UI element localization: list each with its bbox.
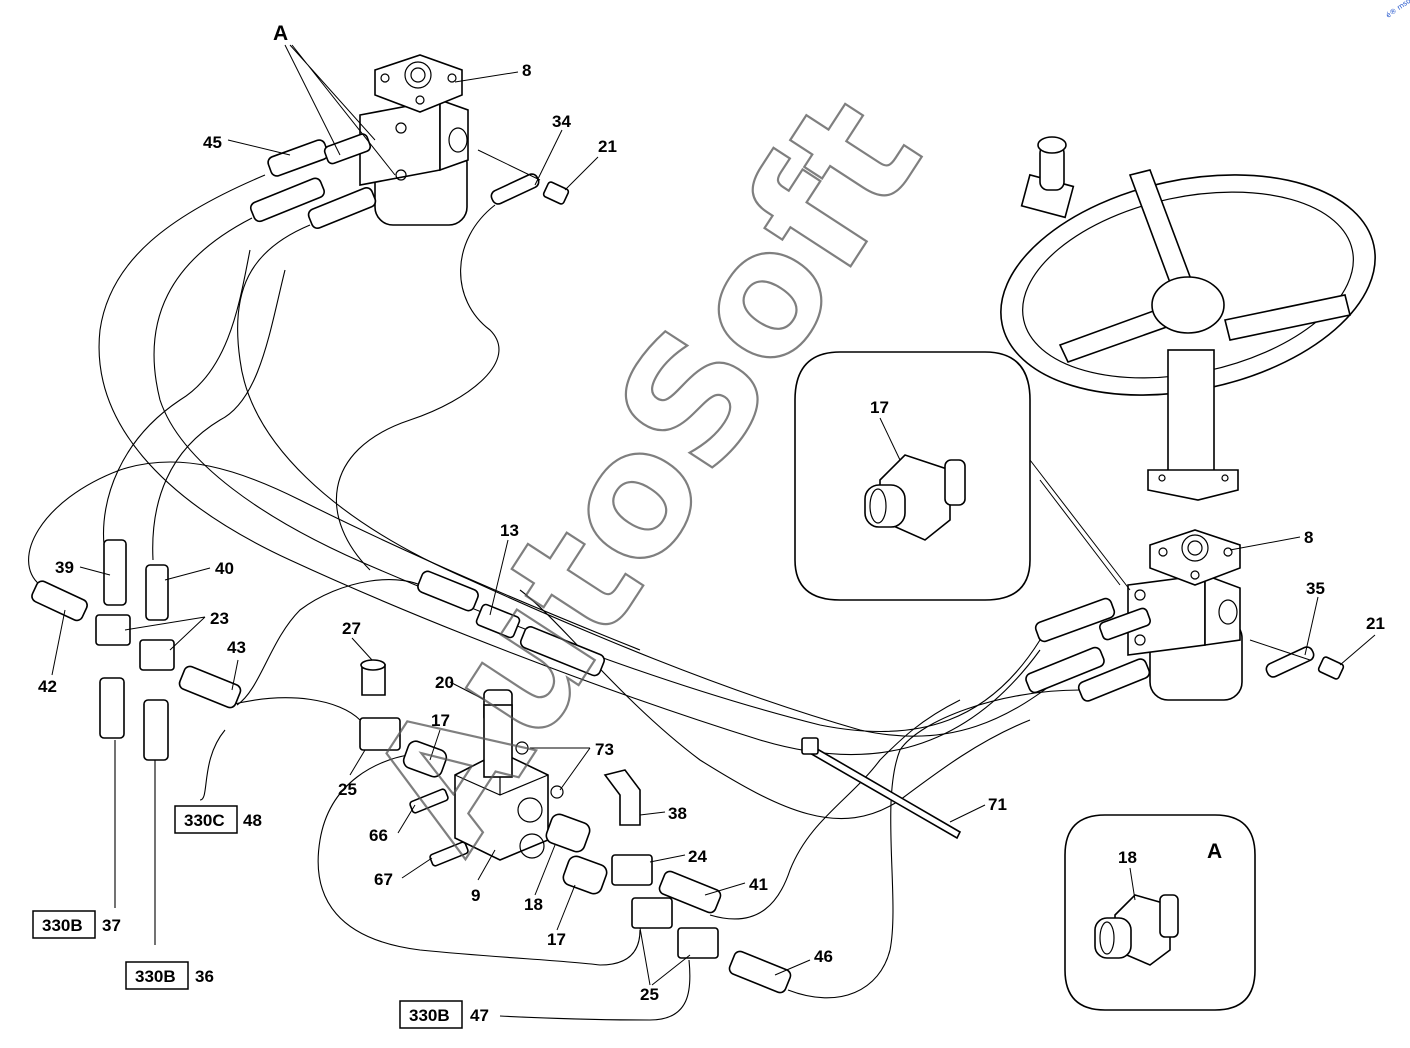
label-17-bubble: 17 — [870, 398, 889, 417]
hoses — [28, 174, 1081, 1021]
label-45: 45 — [203, 133, 222, 152]
label-9: 9 — [471, 886, 480, 905]
label-A-bubble: A — [1207, 840, 1222, 863]
ref-330B-37: 330B — [42, 916, 83, 935]
label-40: 40 — [215, 559, 234, 578]
label-43: 43 — [227, 638, 246, 657]
label-67: 67 — [374, 870, 393, 889]
steering-wheel — [1000, 136, 1376, 501]
label-37: 37 — [102, 916, 121, 935]
label-13: 13 — [500, 521, 519, 540]
label-23: 23 — [210, 609, 229, 628]
ref-330B-36: 330B — [135, 967, 176, 986]
label-25-lower: 25 — [640, 985, 659, 1004]
label-41: 41 — [749, 875, 768, 894]
label-27: 27 — [342, 619, 361, 638]
corner-mark: é® mso — [1385, 0, 1410, 20]
label-18-bubble: 18 — [1118, 848, 1137, 867]
label-21-right: 21 — [1366, 614, 1385, 633]
steering-unit-top — [359, 54, 469, 226]
label-38: 38 — [668, 804, 687, 823]
label-39: 39 — [55, 558, 74, 577]
label-21-top: 21 — [598, 137, 617, 156]
label-24: 24 — [688, 847, 707, 866]
reference-boxes: 330C 48 330B 37 330B 36 330B 47 — [32, 805, 489, 1029]
detail-bubble-17 — [794, 351, 1031, 601]
label-48: 48 — [243, 811, 262, 830]
label-17-lower: 17 — [547, 930, 566, 949]
label-47: 47 — [470, 1006, 489, 1025]
label-20: 20 — [435, 673, 454, 692]
label-73: 73 — [595, 740, 614, 759]
label-35: 35 — [1306, 579, 1325, 598]
detail-bubble-A — [1064, 814, 1256, 1011]
fittings — [31, 133, 1345, 994]
label-A: A — [273, 22, 288, 45]
label-36: 36 — [195, 967, 214, 986]
ref-330C: 330C — [184, 811, 225, 830]
ref-330B-47: 330B — [409, 1006, 450, 1025]
label-42: 42 — [38, 677, 57, 696]
label-8-right: 8 — [1304, 528, 1313, 547]
label-46: 46 — [814, 947, 833, 966]
label-71: 71 — [988, 795, 1007, 814]
label-34: 34 — [552, 112, 571, 131]
label-17-center: 17 — [431, 711, 450, 730]
label-66: 66 — [369, 826, 388, 845]
label-25-left: 25 — [338, 780, 357, 799]
steering-unit-right — [1127, 529, 1243, 701]
label-8-top: 8 — [522, 61, 531, 80]
leader-lines — [51, 44, 1376, 986]
label-18-lower: 18 — [524, 895, 543, 914]
part-labels: A 8 45 34 21 8 35 21 17 18 A 13 39 40 23… — [38, 22, 1385, 1004]
